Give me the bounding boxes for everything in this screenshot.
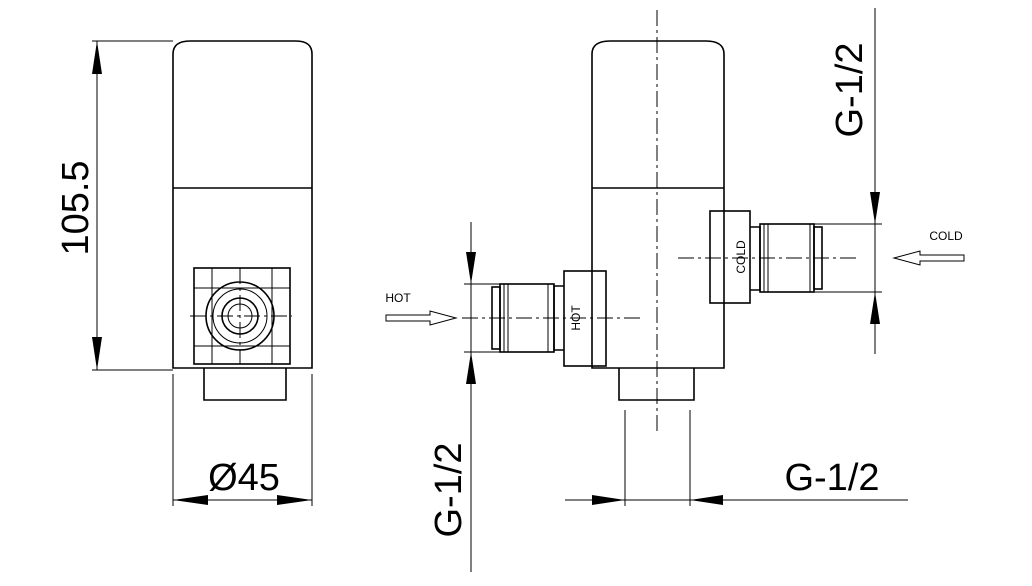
height-label: 105.5 xyxy=(55,160,97,255)
front-view xyxy=(172,40,313,401)
hot-arrow-label: HOT xyxy=(385,291,411,305)
outlet-thread-dimension xyxy=(565,410,908,506)
diameter-label: Ø45 xyxy=(208,457,280,499)
side-view xyxy=(462,10,858,432)
cold-arrow-label: COLD xyxy=(929,229,963,243)
hot-thread-label: G-1/2 xyxy=(428,442,470,537)
cold-thread-dimension xyxy=(814,8,882,354)
cold-port-label: COLD xyxy=(734,240,748,274)
cold-flow-arrow xyxy=(892,250,965,266)
hot-port-label: HOT xyxy=(569,305,583,331)
hot-thread-dimension xyxy=(464,222,500,572)
hot-flow-arrow xyxy=(385,310,458,326)
diameter-dimension xyxy=(172,374,313,506)
outlet-thread-label: G-1/2 xyxy=(784,457,879,499)
height-dimension xyxy=(92,40,173,371)
cold-thread-label: G-1/2 xyxy=(829,42,871,137)
